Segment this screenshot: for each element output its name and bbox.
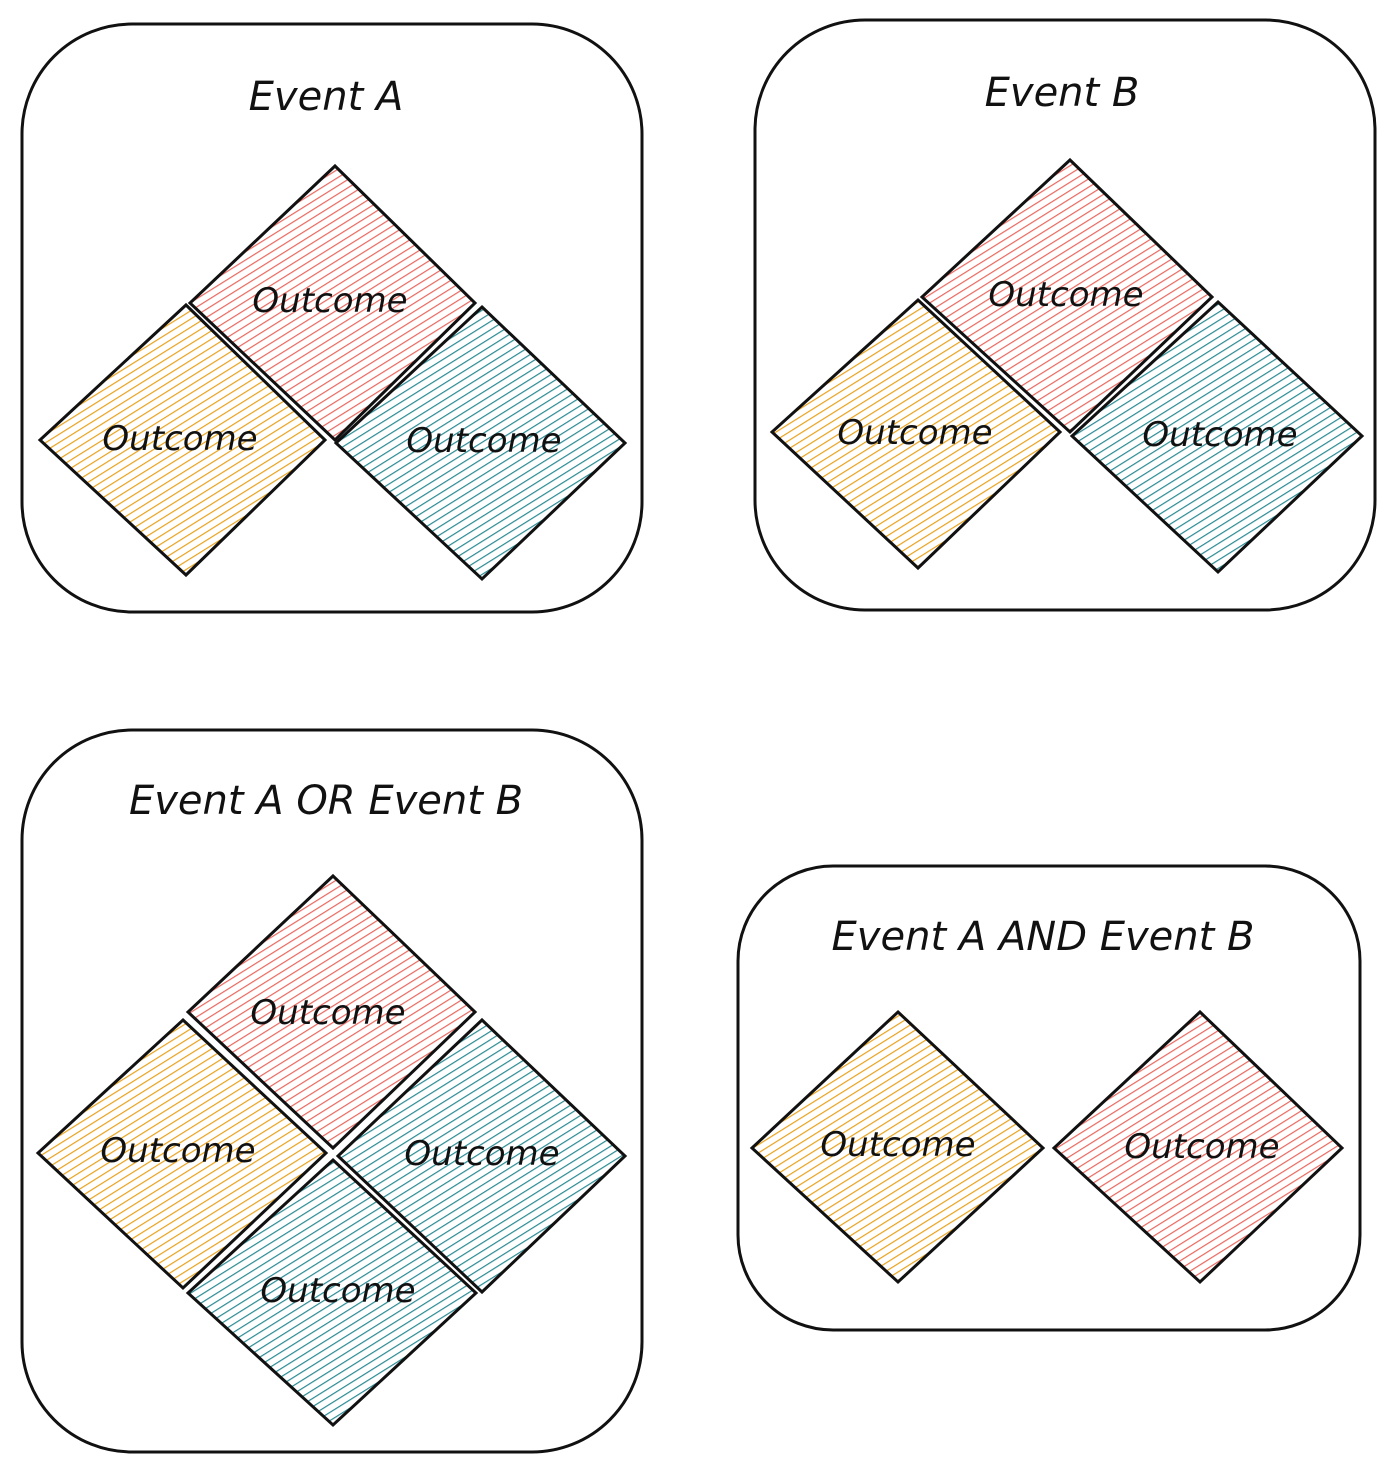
outcome-label: Outcome: [837, 413, 992, 453]
outcome-label: Outcome: [102, 419, 257, 459]
outcome-diamond: Outcome: [335, 1017, 628, 1295]
panel-frame: [20, 22, 644, 614]
panel-title: Event A AND Event B: [832, 914, 1255, 960]
outcome-diamond: Outcome: [919, 157, 1215, 435]
outcome-diamond: Outcome: [35, 1017, 329, 1291]
panel-frame: [753, 18, 1377, 612]
outcome-diamond: Outcome: [749, 1009, 1046, 1285]
panel-title: Event A: [249, 74, 404, 120]
outcome-diamond: Outcome: [1051, 1009, 1345, 1285]
outcome-diamond: Outcome: [185, 1157, 479, 1428]
outcome-label: Outcome: [820, 1125, 975, 1165]
outcome-label: Outcome: [100, 1131, 255, 1171]
outcome-label: Outcome: [260, 1271, 415, 1311]
outcome-label: Outcome: [1142, 415, 1297, 455]
panel-event-a-and-b: Event A AND Event B Outcome Outcome: [736, 864, 1362, 1332]
outcome-label: Outcome: [252, 281, 407, 321]
panel-frame: [736, 864, 1362, 1332]
panel-event-a-or-b: Event A OR Event B Outcome Outcome Outco…: [20, 728, 644, 1454]
panel-title: Event B: [985, 70, 1140, 116]
outcome-diamond: Outcome: [37, 302, 328, 578]
outcome-diamond: Outcome: [1069, 299, 1365, 575]
panel-frame: [20, 728, 644, 1454]
outcome-diamond: Outcome: [185, 873, 478, 1151]
outcome-label: Outcome: [988, 275, 1143, 315]
outcome-label: Outcome: [250, 993, 405, 1033]
outcome-label: Outcome: [406, 421, 561, 461]
outcome-diamond: Outcome: [769, 297, 1063, 571]
panel-event-a: Event A Outcome Outcome Outcome: [20, 22, 644, 614]
outcome-diamond: Outcome: [187, 163, 478, 443]
outcome-diamond: Outcome: [333, 304, 628, 582]
outcome-label: Outcome: [1124, 1127, 1279, 1167]
panel-event-b: Event B Outcome Outcome Outcome: [753, 18, 1377, 612]
panel-title: Event A OR Event B: [129, 778, 523, 824]
outcome-label: Outcome: [404, 1134, 559, 1174]
